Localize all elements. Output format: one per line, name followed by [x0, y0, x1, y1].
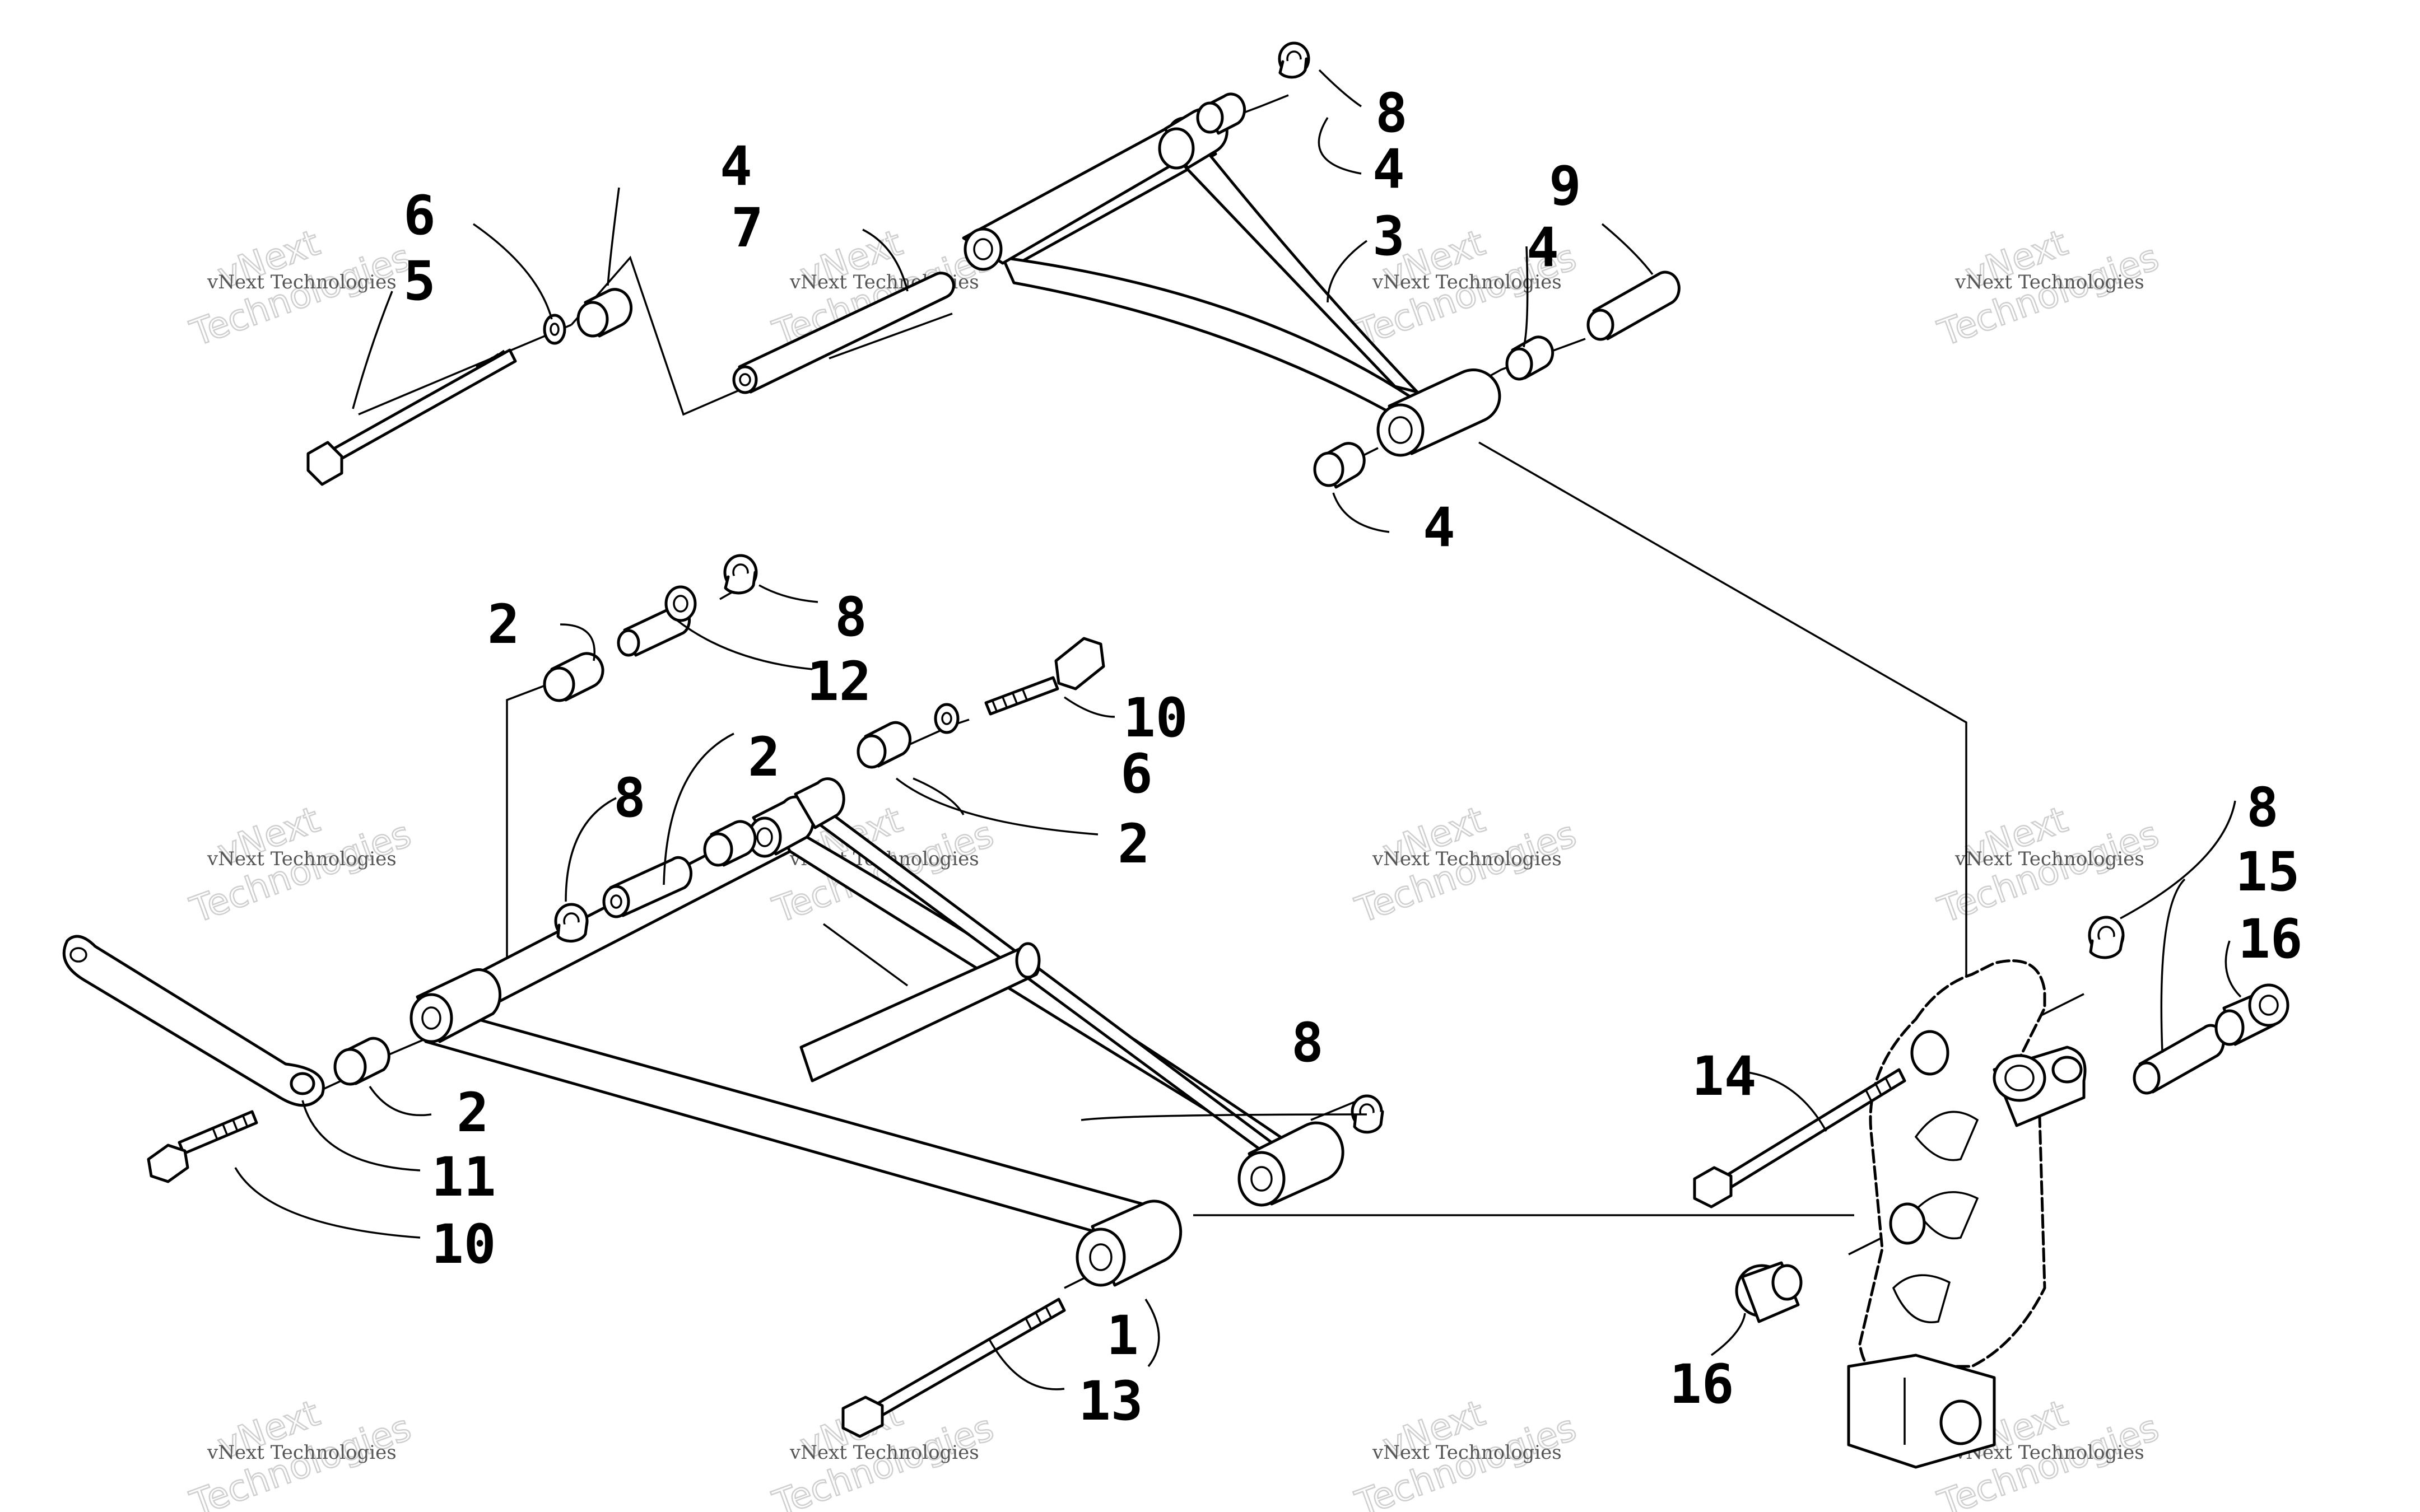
bolt-10-top: [984, 637, 1105, 716]
callout-1: 1: [1106, 1304, 1139, 1367]
nut-8-lower-top: [723, 554, 758, 595]
watermark: vNext Technologies vNext Technologies: [184, 222, 417, 356]
upper-a-arm: [962, 108, 1501, 457]
callout-7: 7: [731, 197, 764, 259]
washer-6-upper: [543, 314, 566, 345]
svg-text:vNext Technologies: vNext Technologies: [1372, 1441, 1562, 1464]
bolt-13: [841, 1298, 1066, 1438]
bolt-10-left: [147, 1110, 258, 1183]
callout-10: 10: [431, 1213, 496, 1276]
svg-text:vNext Technologies: vNext Technologies: [1954, 848, 2144, 870]
watermark: vNext Technologies vNext Technologies: [184, 799, 417, 932]
callout-15: 15: [2235, 841, 2300, 903]
watermark: vNext Technologies vNext Technologies: [1932, 799, 2165, 932]
callout-16: 16: [1669, 1353, 1734, 1416]
callout-10: 10: [1123, 687, 1188, 749]
callout-2: 2: [1118, 813, 1150, 875]
svg-text:vNext Technologies: vNext Technologies: [789, 1441, 979, 1464]
washer-6-lower: [934, 703, 960, 734]
pivot-shaft-upper: [732, 272, 955, 394]
callout-12: 12: [807, 650, 872, 713]
callout-4: 4: [720, 135, 752, 198]
spindle: [1847, 959, 2087, 1469]
leader-lines: [234, 69, 2242, 1390]
callout-4: 4: [1423, 496, 1455, 559]
callout-6: 6: [403, 184, 436, 247]
lower-a-arm: [409, 777, 1344, 1287]
callout-13: 13: [1078, 1370, 1143, 1432]
callout-2: 2: [748, 726, 780, 788]
callout-8: 8: [1291, 1011, 1324, 1074]
callout-4: 4: [1372, 138, 1405, 200]
nut-8-top: [1278, 41, 1310, 79]
bushing-2-center: [703, 820, 757, 867]
watermark: vNext Technologies vNext Technologies: [1349, 799, 1582, 932]
callouts: 1 2 2 2 2 3 4 4 4 4 5 6 6 7 8 8 8 8 8 9 …: [403, 82, 2303, 1432]
callout-6: 6: [1120, 743, 1153, 805]
bushing-2-left: [333, 1037, 390, 1086]
svg-text:vNext Technologies: vNext Technologies: [1372, 848, 1562, 870]
bushing-4-top: [1196, 92, 1246, 135]
svg-text:vNext Technologies: vNext Technologies: [207, 848, 397, 870]
bolt-14: [1693, 1068, 1906, 1208]
nut-8-center: [554, 903, 589, 943]
watermark: vNext Technologies vNext Technologies: [1932, 222, 2165, 356]
bushing-2-top: [543, 652, 604, 702]
nut-8-right: [1351, 1094, 1384, 1134]
callout-11: 11: [431, 1146, 496, 1208]
sleeve-15: [2133, 1024, 2225, 1095]
flange-bushing-16-top: [2214, 983, 2289, 1046]
sleeve-12-center: [602, 856, 693, 918]
pin-9: [1586, 270, 1681, 341]
svg-text:vNext Technologies: vNext Technologies: [1372, 271, 1562, 293]
watermark: vNext Technologies vNext Technologies: [1349, 1392, 1582, 1512]
flange-bushing-16-bottom: [1735, 1261, 1803, 1323]
sleeve-12-top: [617, 585, 697, 657]
callout-14: 14: [1692, 1045, 1757, 1108]
nut-8-spindle: [2088, 916, 2125, 959]
svg-text:vNext Technologies: vNext Technologies: [1954, 271, 2144, 293]
callout-5: 5: [403, 250, 436, 312]
watermark: vNext Technologies vNext Technologies: [767, 222, 999, 356]
callout-4: 4: [1527, 216, 1559, 279]
bushing-4-front-right: [1505, 335, 1555, 381]
callout-8: 8: [2246, 776, 2279, 839]
bolt-5: [306, 348, 517, 486]
svg-text:vNext Technologies: vNext Technologies: [207, 1441, 397, 1464]
callout-8: 8: [835, 586, 867, 648]
callout-2: 2: [487, 593, 520, 656]
bushing-2-right: [857, 721, 912, 769]
callout-9: 9: [1549, 155, 1581, 217]
callout-3: 3: [1372, 205, 1405, 268]
bushing-4-rear-upper: [576, 288, 633, 338]
callout-8: 8: [613, 767, 646, 829]
callout-16: 16: [2238, 908, 2303, 970]
watermark: vNext Technologies vNext Technologies: [184, 1392, 417, 1512]
link-11: [62, 935, 325, 1107]
svg-text:vNext Technologies: vNext Technologies: [207, 271, 397, 293]
bushing-4-lower-front: [1313, 442, 1366, 489]
callout-2: 2: [457, 1081, 489, 1144]
callout-8: 8: [1375, 82, 1408, 144]
